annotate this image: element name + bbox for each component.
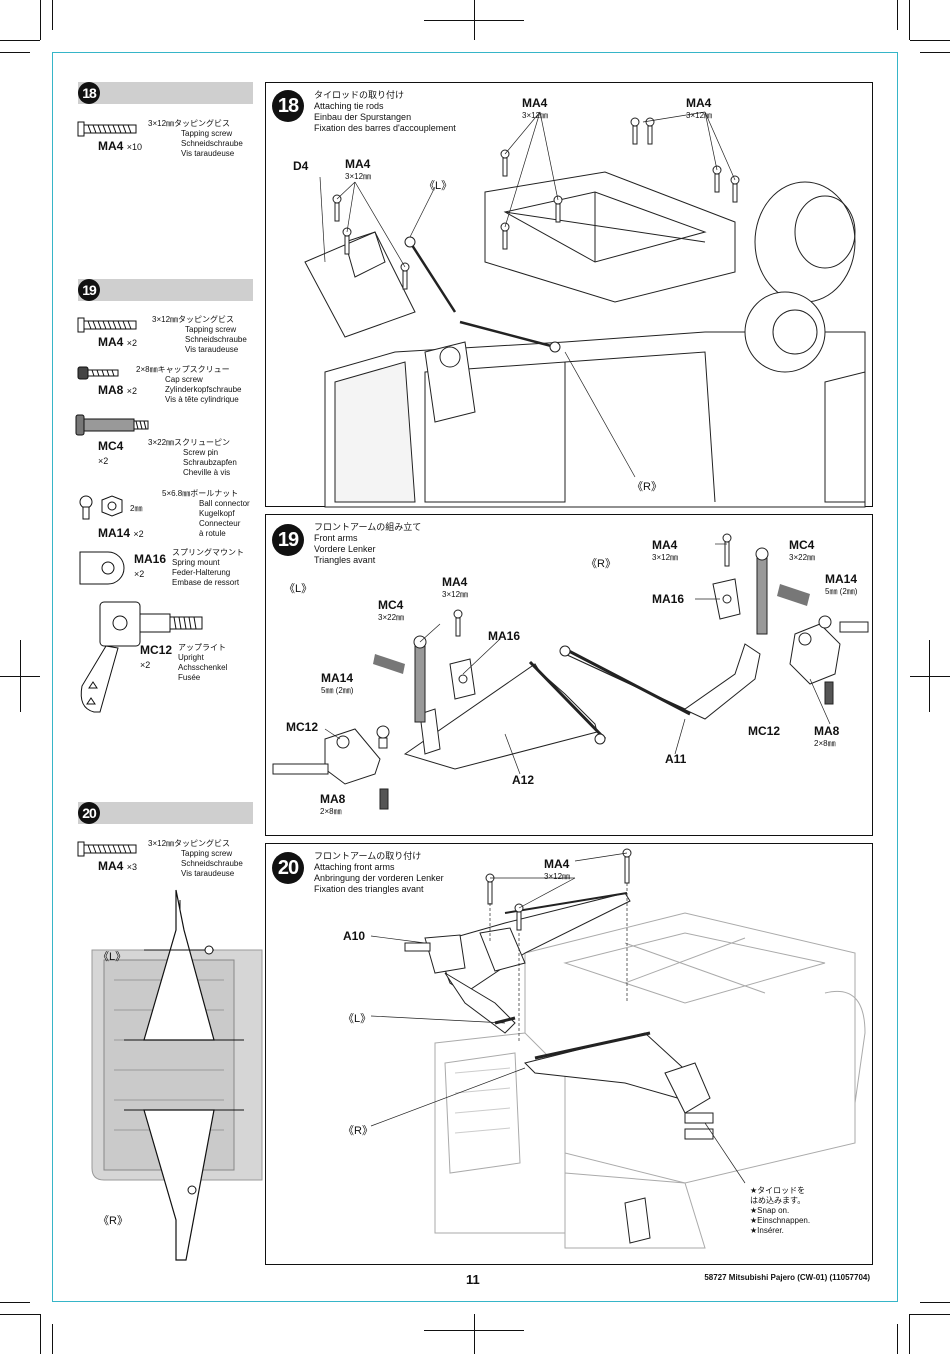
side-label-right: 《R》 — [343, 1125, 373, 1137]
crop-mark — [910, 40, 950, 41]
screw-icon — [77, 841, 137, 857]
front-arms-assembly-illustration — [272, 533, 869, 810]
screw-pin-icon — [75, 414, 149, 436]
part-code: MA4 ×3 — [98, 859, 137, 873]
step20-title: フロントアームの取り付け Attaching front arms Anbrin… — [314, 851, 444, 894]
side-label-left: 《L》 — [284, 583, 313, 595]
label-mc12: MC12 — [286, 720, 319, 734]
crop-mark — [0, 40, 40, 41]
front-arms-top-view-illustration — [91, 889, 263, 1261]
crop-mark — [897, 1324, 898, 1354]
screw-icon — [77, 121, 137, 137]
step20-panel — [265, 843, 873, 1265]
part-description: スプリングマウント Spring mount Feder-Halterung E… — [172, 548, 244, 587]
cap-screw-icon — [77, 366, 119, 380]
step18-panel-badge: 18 — [272, 90, 304, 122]
crop-mark — [929, 640, 930, 712]
step19-title: フロントアームの組み立て Front arms Vordere Lenker T… — [314, 522, 422, 565]
label-a10: A10 — [343, 929, 366, 943]
side-label-left: 《L》 — [98, 951, 127, 963]
spring-mount-icon — [79, 551, 125, 585]
crop-mark — [920, 52, 950, 53]
side-label-left: 《L》 — [343, 1013, 372, 1025]
crop-mark — [0, 1302, 30, 1303]
crop-mark — [20, 640, 21, 712]
label-ma16: MA16 — [488, 629, 521, 643]
trim-border — [52, 52, 898, 1302]
side-label-right: 《R》 — [632, 481, 662, 493]
crop-mark — [52, 0, 53, 30]
side-label-right: 《R》 — [98, 1215, 128, 1227]
crop-mark — [40, 1314, 41, 1354]
part-code: MA4 ×10 — [98, 139, 142, 153]
part-code: MC4×2 — [98, 439, 124, 466]
ball-connector-icon — [79, 495, 123, 520]
tie-rod-assembly-illustration — [304, 111, 866, 508]
step18-parts-header — [78, 82, 253, 104]
crop-mark — [910, 1314, 950, 1315]
step20-badge: 20 — [78, 802, 100, 824]
part-code: MA4 ×2 — [98, 335, 137, 349]
crop-mark — [909, 1314, 910, 1354]
crop-mark — [0, 52, 30, 53]
part-code: MA14 ×2 — [98, 526, 144, 540]
crop-mark — [897, 0, 898, 30]
part-description: 3×12㎜タッピングビス Tapping screw Schneidschrau… — [152, 315, 247, 354]
step19-panel — [265, 514, 873, 836]
step19-badge: 19 — [78, 279, 100, 301]
part-code: MC12×2 — [140, 643, 173, 670]
step18-title: タイロッドの取り付け Attaching tie rods Einbau der… — [314, 90, 456, 133]
crop-mark — [910, 676, 950, 677]
part-description: アップライト Upright Achsschenkel Fusée — [178, 643, 228, 682]
page-number: 11 — [466, 1272, 480, 1287]
crop-mark — [920, 1302, 950, 1303]
front-arms-mounting-illustration — [370, 848, 866, 1249]
crop-mark — [40, 0, 41, 40]
crop-mark — [474, 0, 475, 40]
side-label-right: 《R》 — [586, 558, 616, 570]
part-description: 3×22㎜スクリューピン Screw pin Schraubzapfen Che… — [148, 438, 237, 477]
label-a11: A11 — [665, 752, 687, 766]
step20-parts-header — [78, 802, 253, 824]
step18-badge: 18 — [78, 82, 100, 104]
part-description: 3×12㎜タッピングビス Tapping screw Schneidschrau… — [148, 839, 243, 878]
label-mc12: MC12 — [748, 724, 781, 738]
label-a12: A12 — [512, 773, 535, 787]
step20-panel-badge: 20 — [272, 852, 304, 884]
step19-parts-header — [78, 279, 253, 301]
snap-on-note: ★タイロッドを はめ込みます。 ★Snap on. ★Einschnappen.… — [750, 1186, 811, 1235]
part-description: 3×12㎜タッピングビス Tapping screw Schneidschrau… — [148, 119, 243, 158]
crop-mark — [52, 1324, 53, 1354]
crop-mark — [474, 1314, 475, 1354]
label-d4: D4 — [293, 159, 309, 173]
side-label-left: 《L》 — [424, 180, 453, 192]
upright-icon — [80, 601, 203, 713]
crop-mark — [909, 0, 910, 40]
step19-panel-badge: 19 — [272, 524, 304, 556]
crop-mark — [0, 1314, 40, 1315]
part-description: 5×6.8㎜ボールナット Ball connector Kugelkopf Co… — [162, 489, 250, 538]
product-footer: 58727 Mitsubishi Pajero (CW-01) (1105770… — [704, 1273, 870, 1282]
part-code: MA16×2 — [134, 552, 167, 579]
part-size-note: 2㎜ — [130, 504, 143, 513]
part-description: 2×8㎜キャップスクリュー Cap screw Zylinderkopfschr… — [136, 365, 242, 404]
label-ma16: MA16 — [652, 592, 685, 606]
screw-icon — [77, 317, 137, 333]
part-code: MA8 ×2 — [98, 383, 137, 397]
